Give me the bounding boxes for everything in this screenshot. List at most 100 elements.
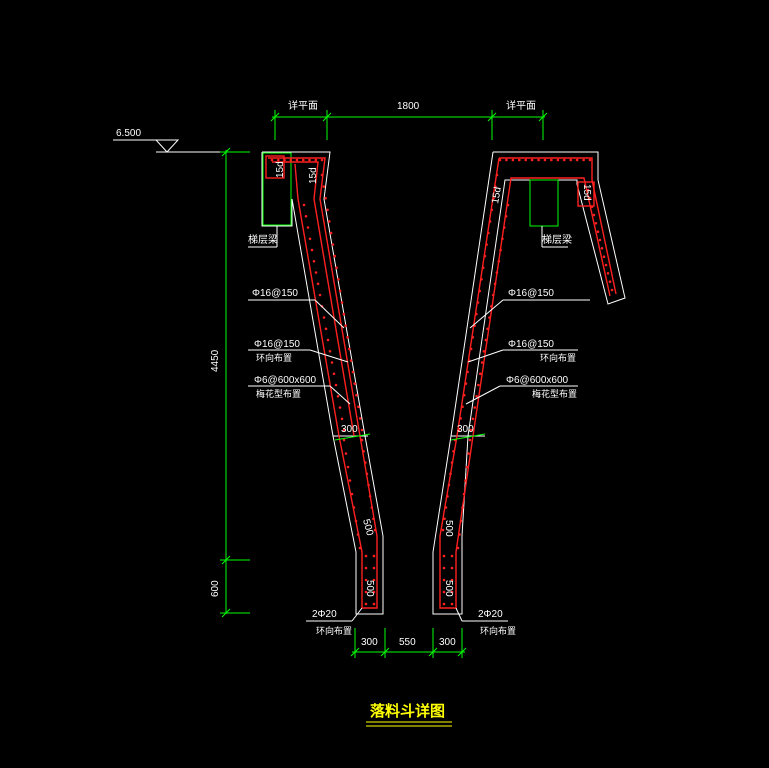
rebar-dot — [370, 506, 374, 509]
rebar-dot — [511, 158, 515, 162]
rebar-dot — [335, 266, 338, 270]
left-beam-label: 梯层梁 — [248, 233, 278, 246]
rebar-dot — [456, 546, 460, 550]
rebar-dot — [575, 158, 579, 162]
right-inner-anchor-label: 15d — [581, 184, 592, 201]
rebar-dot — [442, 566, 446, 570]
rebar-dot — [471, 336, 475, 339]
rebar-dot — [316, 282, 320, 286]
rebar-dot — [358, 417, 362, 420]
rebar-dot — [569, 158, 572, 162]
left-annotations: 梯层梁 Φ16@150 Φ16@150 环向布置 Φ6@600x600 梅花型布… — [248, 226, 363, 636]
rebar-dot — [610, 288, 614, 292]
rebar-dot — [518, 158, 521, 162]
rebar-dot — [324, 196, 327, 200]
rebar-dot — [604, 263, 608, 267]
rebar-dot — [308, 237, 312, 241]
rebar-dot — [479, 372, 482, 376]
rebar-dot — [524, 158, 527, 162]
left-rebar2-label: Φ16@150 — [254, 339, 300, 350]
rebar-dot — [598, 238, 602, 242]
rebar-dot — [450, 461, 454, 464]
rebar-dot — [352, 506, 356, 509]
dim-top-left: 详平面 — [288, 99, 318, 112]
rebar-dot — [467, 452, 470, 455]
rebar-dot — [469, 347, 473, 351]
right-rebar3-note: 梅花型布置 — [532, 388, 577, 399]
rebar-dot — [350, 492, 354, 496]
rebar-dot — [310, 248, 314, 252]
rebar-dot — [458, 533, 461, 536]
right-anchor-label: 15d — [490, 186, 504, 204]
rebar-dot — [459, 519, 463, 523]
rebar-dot — [358, 546, 362, 550]
rebar-dot — [314, 271, 318, 274]
vertical-dimension: 4450 600 — [210, 147, 250, 618]
left-rebar2-note: 环向布置 — [256, 352, 292, 363]
right-rebar2-note: 环向布置 — [540, 352, 576, 363]
rebar-dot — [356, 533, 360, 536]
rebar-dot — [556, 158, 560, 162]
rebar-dot — [450, 578, 454, 582]
rebar-dot — [490, 208, 494, 212]
rebar-dot — [602, 255, 606, 258]
rebar-dot — [312, 260, 316, 263]
rebar-dot — [364, 578, 368, 582]
rebar-dot — [543, 158, 547, 162]
rebar-dot — [462, 492, 466, 496]
rebar-dot — [444, 506, 448, 509]
rebar-dot — [338, 406, 342, 409]
left-bottom-bar-note: 环向布置 — [316, 625, 352, 636]
rebar-dot — [373, 528, 377, 532]
left-anchor-label: 15d — [275, 161, 286, 178]
rebar-dot — [592, 213, 596, 217]
rebar-dot — [270, 158, 274, 162]
rebar-dot — [441, 528, 445, 532]
rebar-dot — [505, 158, 508, 162]
right-annotations: 梯层梁 Φ16@150 Φ16@150 环向布置 Φ6@600x600 梅花型布… — [455, 226, 590, 636]
rebar-dot — [484, 338, 488, 342]
rebar-dot — [503, 226, 506, 229]
rebar-dot — [482, 350, 486, 353]
rebar-dot — [478, 289, 482, 293]
rebar-dot — [483, 254, 487, 258]
rebar-dot — [354, 519, 358, 523]
rebar-dot — [342, 428, 346, 432]
bottom-dimension: 300 550 300 — [350, 628, 467, 658]
title-text: 落料斗详图 — [370, 702, 445, 720]
rebar-dot — [372, 517, 375, 521]
rebar-dot — [372, 590, 376, 594]
right-beam-label: 梯层梁 — [542, 233, 572, 246]
top-dimension: 详平面 1800 详平面 — [270, 99, 548, 140]
dim-height-main: 4450 — [210, 349, 221, 372]
rebar-dot — [450, 566, 454, 570]
rebar-dot — [348, 347, 351, 351]
rebar-dot — [360, 438, 364, 442]
right-thick-upper: 300 — [457, 424, 474, 435]
rebar-dot — [326, 208, 329, 212]
rebar-dot — [488, 220, 492, 223]
rebar-dot — [364, 602, 368, 606]
rebar-dot — [480, 278, 483, 281]
rebar-dot — [495, 173, 499, 177]
rebar-dot — [364, 461, 367, 464]
rebar-dot — [550, 158, 553, 162]
rebar-dot — [365, 472, 369, 476]
rebar-dot — [471, 417, 475, 421]
rebar-dot — [485, 243, 488, 246]
rebar-dot — [488, 316, 491, 319]
rebar-dot — [295, 158, 299, 162]
rebar-dot — [495, 271, 499, 274]
rebar-dot — [480, 361, 484, 364]
rebar-dot — [450, 554, 454, 558]
rebar-dot — [372, 554, 376, 558]
rebar-dot — [367, 483, 370, 487]
rebar-dot — [442, 602, 446, 606]
rebar-dot — [492, 196, 495, 200]
rebar-dot — [537, 158, 540, 162]
rebar-dot — [328, 350, 332, 353]
rebar-dot — [487, 231, 490, 235]
rebar-dot — [461, 506, 464, 509]
dim-bottom-right: 300 — [439, 637, 456, 648]
